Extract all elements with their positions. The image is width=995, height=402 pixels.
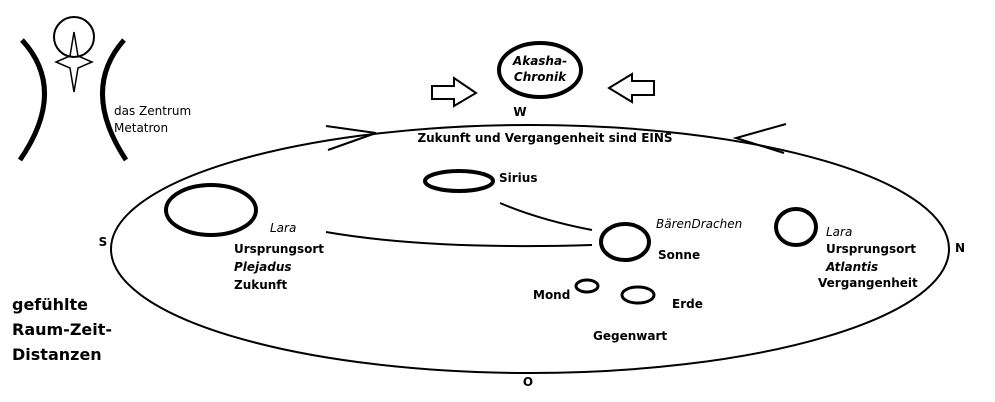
erde-ellipse (620, 285, 656, 305)
lara-right-place: Atlantis (825, 260, 878, 274)
orbit-arrowhead-left-icon (325, 125, 377, 151)
sirius-sonne-line (499, 202, 593, 231)
metatron-star (54, 31, 94, 93)
mond-label: Mond (533, 288, 570, 302)
gegenwart-label: Gegenwart (593, 329, 667, 343)
side-caption-line1: gefühlte (12, 295, 88, 314)
direction-east: O (523, 375, 533, 389)
top-caption: Zukunft und Vergangenheit sind EINS (417, 131, 672, 145)
arrow-left-icon (607, 72, 655, 104)
sirius-label: Sirius (499, 171, 537, 185)
lara-left-place: Plejadus (234, 260, 292, 274)
akasha-label-line1: Akasha- (512, 54, 567, 68)
direction-west: W (513, 105, 526, 119)
lara-right-origin: Ursprungsort (826, 242, 916, 256)
sonne-label: Sonne (658, 248, 700, 262)
lara-left-origin: Ursprungsort (234, 242, 324, 256)
lara-right-time: Vergangenheit (818, 276, 918, 290)
metatron-right-arc (100, 38, 129, 162)
mond-ellipse (574, 278, 600, 294)
direction-north: N (955, 241, 965, 255)
erde-label: Erde (672, 297, 703, 311)
side-caption-line3: Distanzen (12, 345, 102, 364)
akasha-label-line2: Chronik (514, 70, 567, 84)
plejadus-sonne-line (325, 231, 593, 248)
metatron-left-arc (17, 38, 47, 162)
arrow-right-icon (431, 76, 478, 108)
direction-south: S (99, 235, 108, 249)
sirius-ellipse (423, 169, 495, 193)
lara-left-time: Zukunft (234, 278, 288, 292)
main-orbit-ellipse (110, 124, 950, 374)
lara-left-name: Lara (270, 221, 296, 235)
baerendrachen-label: BärenDrachen (656, 217, 742, 231)
metatron-head-circle (53, 16, 95, 58)
lara-right-name: Lara (826, 225, 852, 239)
metatron-label-line1: das Zentrum (114, 104, 191, 118)
metatron-label-line2: Metatron (114, 121, 168, 135)
metatron-figure (17, 16, 129, 162)
atlantis-ellipse (774, 207, 818, 247)
akasha-chronik-ellipse (497, 41, 583, 99)
sonne-ellipse (599, 222, 651, 262)
side-caption-line2: Raum-Zeit- (12, 320, 112, 339)
plejadus-ellipse (164, 183, 258, 237)
orbit-arrowhead-right-icon (732, 123, 787, 154)
